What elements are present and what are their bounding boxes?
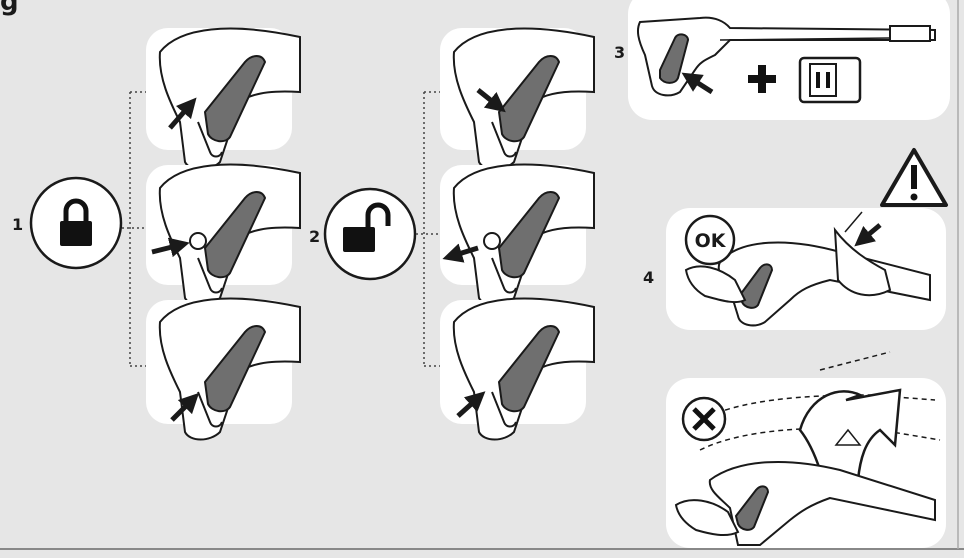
step-4-panel-ok: OK bbox=[666, 208, 946, 330]
forbidden-x-icon bbox=[681, 396, 727, 442]
step-4-panel-forbidden bbox=[666, 351, 946, 548]
step-1-connector bbox=[122, 91, 148, 367]
step-3-panel bbox=[628, 0, 950, 120]
step-2-connector bbox=[416, 91, 440, 367]
step-1-panel-b bbox=[146, 163, 301, 307]
plug-socket-icon bbox=[798, 56, 862, 104]
lock-closed-icon bbox=[29, 176, 123, 270]
step-2-number: 2 bbox=[309, 227, 320, 246]
step-1-number: 1 bbox=[12, 215, 23, 234]
step-1-panel-a bbox=[146, 27, 301, 171]
title-fragment: g bbox=[0, 0, 19, 17]
step-2-panel-a bbox=[440, 27, 595, 171]
step-4-number: 4 bbox=[643, 268, 654, 287]
step-2-panel-b bbox=[440, 163, 595, 307]
step-2-panel-c bbox=[440, 297, 595, 441]
step-1-panel-c bbox=[146, 297, 301, 441]
ok-badge: OK bbox=[684, 214, 736, 266]
warning-triangle-icon bbox=[880, 148, 948, 207]
ok-label: OK bbox=[695, 230, 727, 252]
step-3-number: 3 bbox=[614, 43, 625, 62]
lock-open-icon bbox=[323, 187, 417, 281]
